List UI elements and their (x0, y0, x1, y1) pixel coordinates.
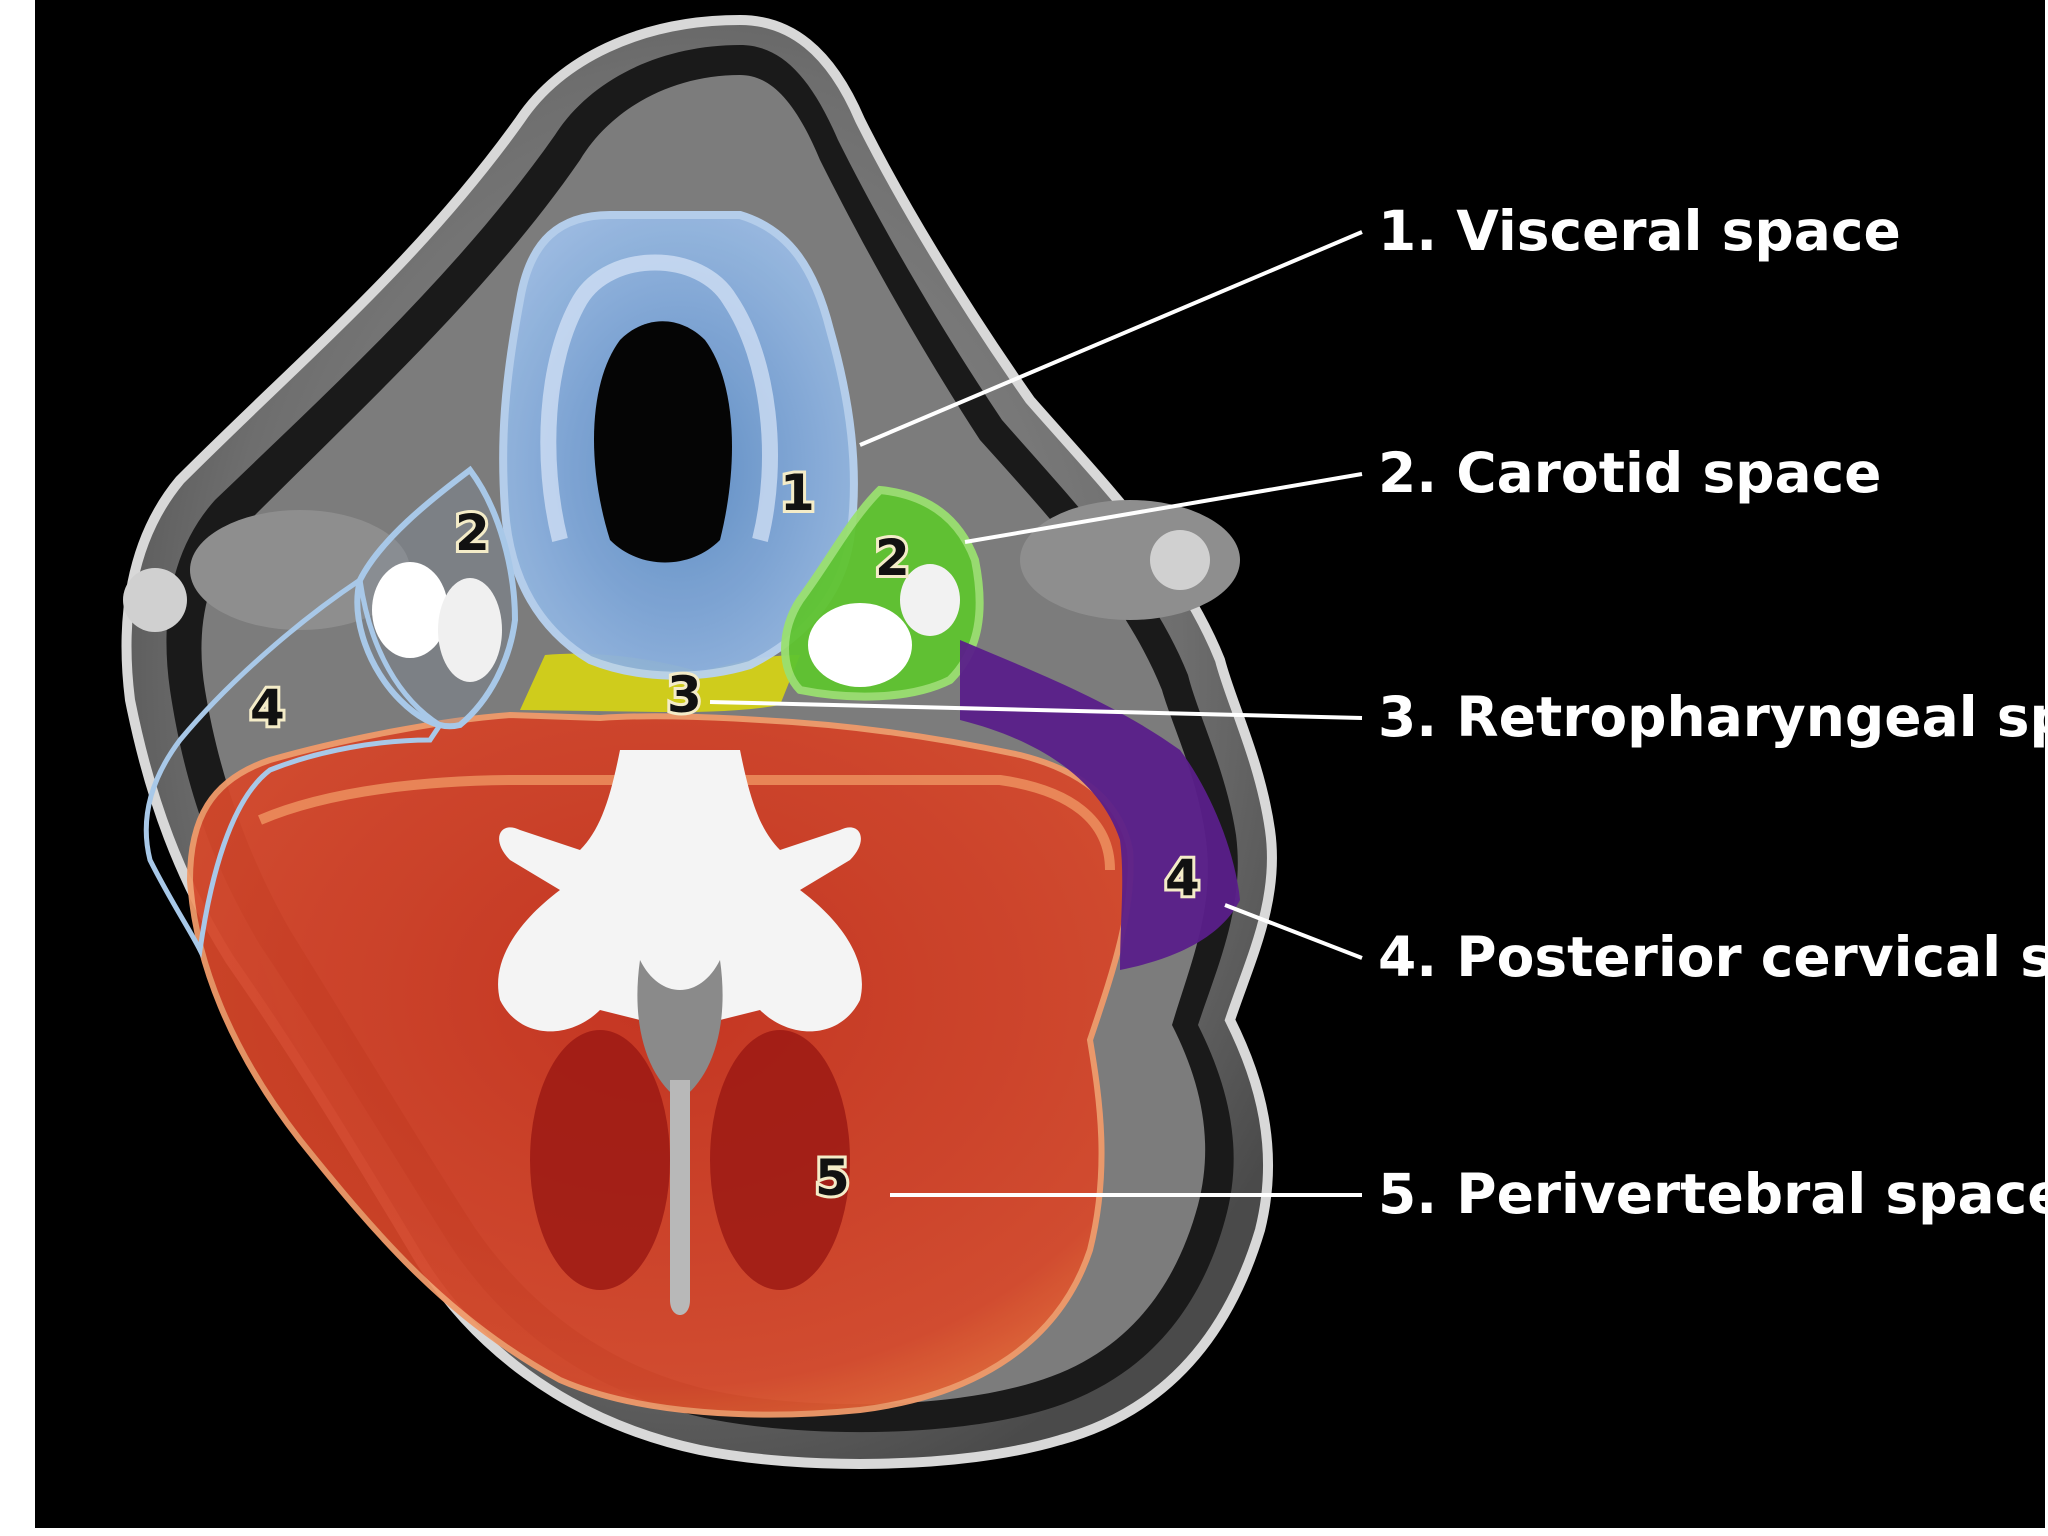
jugular-vein-left (438, 578, 502, 682)
right-paraspinal (710, 1030, 850, 1290)
airway-lumen (593, 321, 732, 563)
region-number-posterior-cervical-left: 4 (250, 679, 285, 737)
region-number-retropharyngeal: 3 (667, 666, 702, 724)
posterior-cervical-region-left (143, 575, 444, 959)
spinous-process (670, 1080, 690, 1315)
region-number-visceral: 1 (780, 464, 815, 522)
left-external-jugular (123, 568, 187, 632)
legend-visceral: 1. Visceral space (1378, 199, 1901, 263)
region-number-posterior-cervical-right: 4 (1165, 849, 1200, 907)
region-number-carotid-left: 2 (455, 504, 490, 562)
right-muscle (1020, 500, 1240, 620)
vertebra (498, 750, 862, 1035)
jugular-vein-right (900, 564, 960, 636)
posterior-cervical-region-right (960, 640, 1240, 970)
left-paraspinal (530, 1030, 670, 1290)
leader-line-carotid (964, 472, 1363, 544)
region-number-carotid-right: 2 (875, 529, 910, 587)
carotid-artery-left (372, 562, 448, 658)
spinal-canal (637, 960, 723, 1100)
perivertebral-inner-band (258, 775, 1115, 871)
trachea-cartilage (540, 254, 778, 542)
region-number-perivertebral: 5 (815, 1149, 850, 1207)
leader-line-posterior-cervical (1224, 903, 1363, 960)
legend-carotid: 2. Carotid space (1378, 441, 1882, 505)
right-external-jugular (1150, 530, 1210, 590)
leader-line-retropharyngeal (709, 700, 1363, 720)
legend-posterior-cervical: 4. Posterior cervical space (1378, 925, 2048, 989)
legend-perivertebral: 5. Perivertebral space (1378, 1162, 2048, 1226)
legend-retropharyngeal: 3. Retropharyngeal space (1378, 685, 2048, 749)
carotid-artery-right (808, 603, 912, 687)
leader-line-visceral (859, 230, 1363, 447)
